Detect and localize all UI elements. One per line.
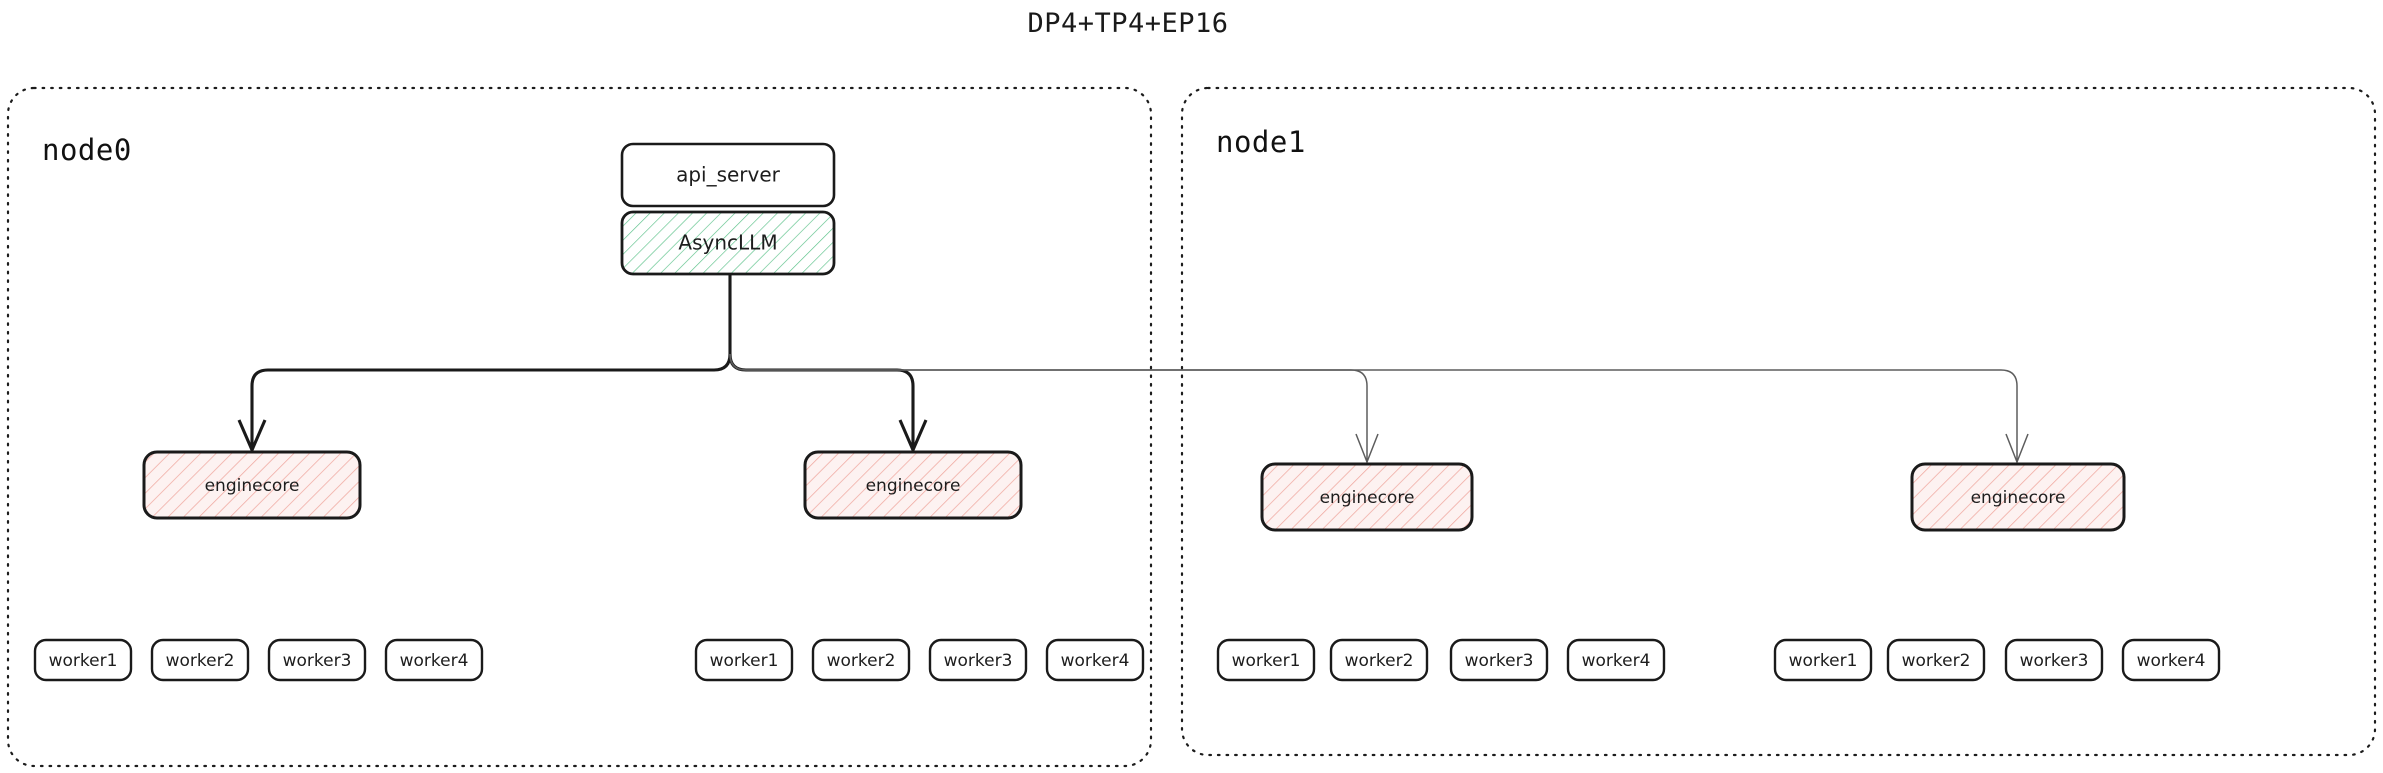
box-label-async_llm: AsyncLLM: [678, 231, 777, 255]
node-label-node1: node1: [1216, 125, 1306, 159]
box-worker-node0-g0-4[interactable]: [384, 638, 484, 682]
box-label-worker-node0-g1-2: worker2: [827, 651, 896, 671]
box-worker-node0-g1-3[interactable]: [928, 638, 1028, 682]
page-title: DP4+TP4+EP16: [1027, 8, 1228, 39]
box-label-worker-node0-g0-4: worker4: [400, 651, 469, 671]
box-label-enginecore-node1-1: enginecore: [1971, 488, 2066, 508]
connector-lines: [237, 274, 2029, 465]
connector-branch-node0-right: [728, 353, 915, 450]
box-worker-node1-g1-2[interactable]: [1886, 638, 1986, 682]
box-worker-node0-g1-4[interactable]: [1045, 638, 1145, 682]
box-label-worker-node1-g1-2: worker2: [1902, 651, 1971, 671]
box-worker-node0-g0-2[interactable]: [150, 638, 250, 682]
box-label-worker-node1-g0-4: worker4: [1582, 651, 1651, 671]
box-label-enginecore-node0-0: enginecore: [205, 476, 300, 496]
box-label-worker-node0-g1-3: worker3: [944, 651, 1013, 671]
box-worker-node1-g0-3[interactable]: [1449, 638, 1549, 682]
box-worker-node1-g1-3[interactable]: [2004, 638, 2104, 682]
box-label-enginecore-node0-1: enginecore: [866, 476, 961, 496]
worker-boxes: worker1 worker2 worker3 worker4 worker1 worke…: [33, 638, 2221, 682]
node-container-node1: [1180, 86, 2377, 757]
box-label-worker-node1-g1-3: worker3: [2020, 651, 2089, 671]
box-worker-node1-g1-4[interactable]: [2121, 638, 2221, 682]
node-label-node0: node0: [42, 133, 132, 167]
box-label-worker-node1-g0-1: worker1: [1232, 651, 1301, 671]
box-label-api_server: api_server: [676, 163, 781, 187]
box-worker-node1-g1-1[interactable]: [1773, 638, 1873, 682]
node-container-node0: [6, 86, 1153, 768]
box-worker-node0-g1-2[interactable]: [811, 638, 911, 682]
arrowhead-branch-node1-left: [1355, 433, 1379, 465]
box-label-worker-node0-g0-3: worker3: [283, 651, 352, 671]
box-worker-node0-g1-1[interactable]: [694, 638, 794, 682]
box-worker-node1-g0-4[interactable]: [1566, 638, 1666, 682]
box-label-worker-node0-g1-1: worker1: [710, 651, 779, 671]
box-label-worker-node1-g1-1: worker1: [1789, 651, 1858, 671]
connector-branch-node1-right: [729, 353, 2018, 462]
box-api_server[interactable]: [620, 142, 836, 208]
box-label-enginecore-node1-0: enginecore: [1320, 488, 1415, 508]
arrowhead-branch-node1-right: [2005, 433, 2029, 465]
box-label-worker-node1-g1-4: worker4: [2137, 651, 2206, 671]
node-containers: node0 node1: [6, 86, 2377, 768]
box-label-worker-node1-g0-2: worker2: [1345, 651, 1414, 671]
box-label-worker-node0-g0-1: worker1: [49, 651, 118, 671]
arrowhead-branch-node0-left: [237, 419, 267, 454]
arrowhead-branch-node0-right: [898, 419, 928, 454]
box-worker-node0-g0-1[interactable]: [33, 638, 133, 682]
box-enginecore-node0-1[interactable]: [803, 450, 1023, 520]
box-label-worker-node1-g0-3: worker3: [1465, 651, 1534, 671]
connector-branch-node0-left: [250, 353, 732, 450]
box-label-worker-node0-g1-4: worker4: [1061, 651, 1130, 671]
box-worker-node1-g0-1[interactable]: [1216, 638, 1316, 682]
box-worker-node0-g0-3[interactable]: [267, 638, 367, 682]
box-label-worker-node0-g0-2: worker2: [166, 651, 235, 671]
box-enginecore-node0-0[interactable]: [142, 450, 362, 520]
box-enginecore-node1-0[interactable]: [1260, 462, 1474, 532]
box-worker-node1-g0-2[interactable]: [1329, 638, 1429, 682]
box-enginecore-node1-1[interactable]: [1910, 462, 2126, 532]
box-async_llm[interactable]: [620, 210, 836, 276]
